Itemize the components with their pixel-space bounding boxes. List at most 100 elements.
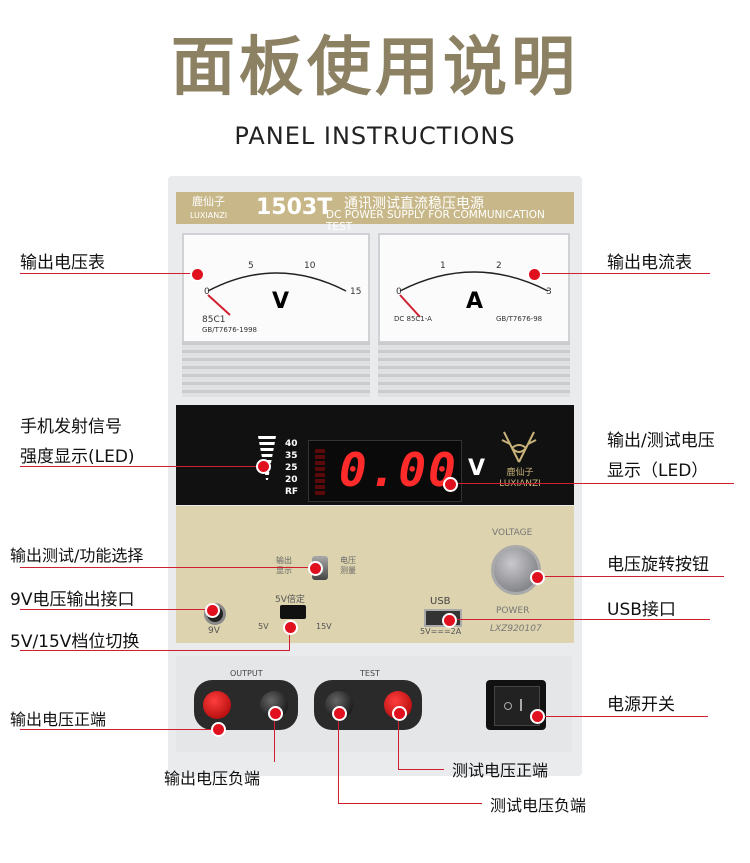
- label-display-1: 输出/测试电压: [607, 431, 715, 451]
- callout-line: [454, 483, 734, 484]
- volt-scale-5: 5: [248, 261, 254, 271]
- callout-line: [274, 712, 275, 762]
- callout-line: [540, 273, 710, 274]
- signal-level-rf: RF: [285, 487, 299, 497]
- volt-scale-15: 15: [350, 287, 362, 297]
- callout-line: [20, 609, 212, 610]
- callout-line: [398, 712, 399, 770]
- volt-code: 85C1: [202, 315, 226, 325]
- callout-dot: [392, 706, 407, 721]
- callout-line: [20, 567, 312, 568]
- label-usb: USB接口: [607, 600, 676, 620]
- callout-dot: [332, 706, 347, 721]
- knob-label: VOLTAGE: [492, 528, 533, 538]
- amp-scale-2: 2: [496, 261, 502, 271]
- callout-dot: [442, 613, 457, 628]
- display-unit: V: [468, 456, 486, 481]
- label-9v-port: 9V电压输出接口: [10, 590, 135, 610]
- brand-plate: 鹿仙子 LUXIANZI 1503T 通讯测试直流稳压电源 DC POWER SU…: [176, 192, 574, 233]
- label-display-2: 显示（LED）: [607, 461, 709, 481]
- signal-led-bar: [315, 449, 325, 495]
- device-name-en: DC POWER SUPPLY FOR COMMUNICATION TEST: [326, 209, 545, 233]
- port-9v-label: 9V: [208, 626, 220, 636]
- signal-levels: 40 35 25 20 RF: [285, 438, 298, 498]
- callout-dot: [205, 603, 220, 618]
- amp-scale-1: 1: [440, 261, 446, 271]
- switch-left-label: 5V: [258, 622, 269, 631]
- callout-line: [540, 576, 724, 577]
- ammeter-dial-icon: [399, 271, 549, 318]
- usb-spec: 5V===2A: [420, 627, 462, 636]
- callout-dot: [443, 477, 458, 492]
- ammeter: 0 1 2 3 A DC 85C1-A GB/T7676-98: [378, 233, 570, 343]
- amp-scale-0: 0: [396, 287, 402, 297]
- callout-line: [540, 716, 708, 717]
- signal-level-25: 25: [285, 463, 298, 473]
- label-output-positive: 输出电压正端: [10, 710, 107, 729]
- label-voltmeter: 输出电压表: [20, 253, 105, 273]
- label-test-positive: 测试电压正端: [452, 761, 549, 780]
- callout-dot: [308, 561, 323, 576]
- brand-cn: 鹿仙子: [192, 195, 226, 208]
- deer-logo-icon: [500, 426, 538, 464]
- output-positive-terminal[interactable]: [203, 691, 231, 719]
- callout-dot: [211, 722, 226, 737]
- brand-en: LUXIANZI: [190, 211, 228, 220]
- callout-dot: [190, 267, 205, 282]
- label-signal-1: 手机发射信号: [20, 417, 122, 437]
- signal-level-40: 40: [285, 439, 298, 449]
- callout-line: [20, 466, 260, 467]
- voltmeter-dial-icon: [207, 272, 347, 316]
- label-ammeter: 输出电流表: [607, 253, 692, 273]
- page-title: 面板使用说明: [171, 31, 579, 105]
- callout-line: [20, 273, 198, 274]
- callout-line: [398, 769, 444, 770]
- voltmeter-vents: [182, 342, 370, 397]
- power-off-mark-icon: [504, 702, 512, 710]
- range-switch[interactable]: [280, 605, 306, 619]
- selector-left-label: 输出 显示: [276, 556, 292, 575]
- callout-line: [20, 650, 290, 651]
- callout-line: [20, 729, 218, 730]
- usb-label: USB: [430, 596, 451, 607]
- device-name-cn: 通讯测试直流稳压电源: [344, 196, 484, 212]
- amp-std: GB/T7676-98: [496, 315, 543, 323]
- model-number: 1503T: [256, 195, 333, 220]
- callout-dot: [268, 706, 283, 721]
- callout-dot: [530, 709, 545, 724]
- amp-code: DC 85C1-A: [394, 315, 432, 323]
- callout-line: [338, 803, 482, 804]
- serial-number: LXZ920107: [490, 624, 542, 634]
- power-on-mark-icon: [520, 699, 522, 711]
- label-knob: 电压旋转按钮: [607, 555, 709, 575]
- callout-dot: [527, 267, 542, 282]
- ammeter-vents: [378, 342, 570, 397]
- callout-line: [289, 626, 290, 651]
- volt-unit: V: [272, 289, 290, 314]
- label-power-switch: 电源开关: [607, 695, 675, 715]
- power-switch[interactable]: [486, 680, 546, 730]
- callout-line: [454, 619, 710, 620]
- amp-unit: A: [466, 289, 484, 314]
- callout-dot: [256, 459, 271, 474]
- callout-dot: [283, 620, 298, 635]
- amp-scale-3: 3: [546, 287, 552, 297]
- page-subtitle: PANEL INSTRUCTIONS: [234, 122, 516, 150]
- label-output-negative: 输出电压负端: [164, 769, 261, 788]
- volt-std: GB/T7676-1998: [202, 326, 258, 334]
- signal-level-20: 20: [285, 475, 298, 485]
- label-selector: 输出测试/功能选择: [10, 546, 144, 565]
- callout-dot: [530, 570, 545, 585]
- volt-scale-0: 0: [204, 287, 210, 297]
- switch-5v-label: 5V倍定: [275, 595, 305, 605]
- label-range-switch: 5V/15V档位切换: [10, 632, 140, 652]
- power-label: POWER: [496, 606, 530, 616]
- label-test-negative: 测试电压负端: [490, 796, 587, 815]
- voltmeter: 0 5 10 15 V 85C1 GB/T7676-1998: [182, 233, 370, 343]
- signal-level-35: 35: [285, 451, 298, 461]
- test-label: TEST: [360, 669, 380, 678]
- selector-right-label: 电压 测量: [340, 556, 356, 575]
- label-signal-2: 强度显示(LED): [20, 447, 135, 467]
- callout-line: [338, 712, 339, 804]
- volt-scale-10: 10: [304, 261, 316, 271]
